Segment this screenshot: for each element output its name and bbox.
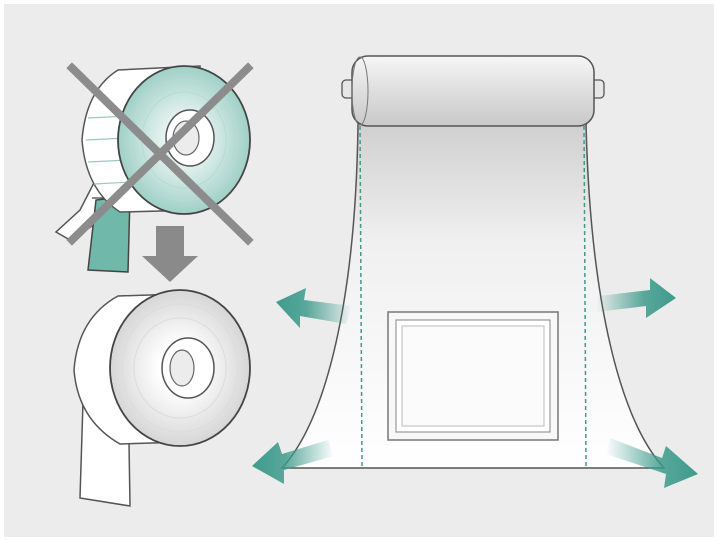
cross-out-icon	[66, 62, 254, 246]
down-arrow-icon	[142, 226, 198, 282]
stretch-arrow-lower-right-icon	[606, 438, 698, 488]
guide-line-right	[583, 125, 587, 467]
stretch-arrow-upper-left-icon	[276, 288, 352, 328]
guide-line-left	[359, 125, 363, 467]
label-window	[387, 311, 559, 441]
film-stretch-icon	[280, 55, 666, 469]
roller-icon	[341, 55, 605, 127]
stretch-arrow-lower-left-icon	[252, 440, 334, 484]
paper-roll-icon	[73, 289, 251, 507]
stretch-arrow-upper-right-icon	[596, 278, 676, 318]
